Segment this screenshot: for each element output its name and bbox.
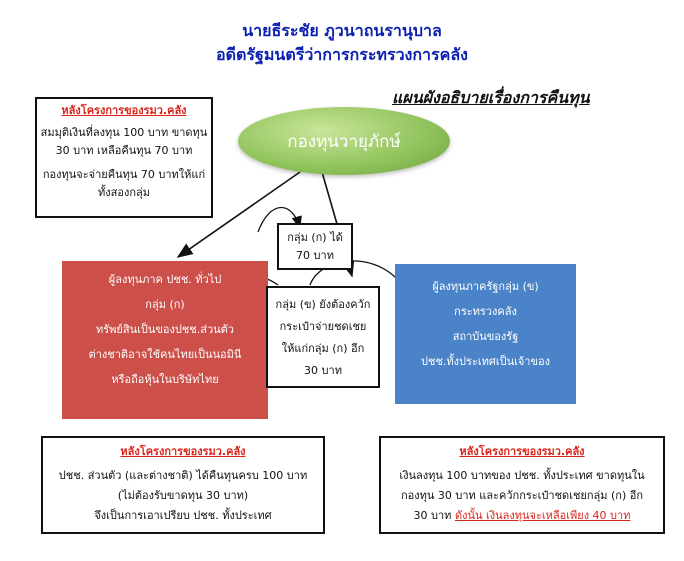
bottom-right-line-1: เงินลงทุน 100 บาทของ ปชช. ทั้งประเทศ ขาด…	[399, 469, 645, 482]
bottom-left-line-2: (ไม่ต้องรับขาดทุน 30 บาท)	[117, 489, 249, 502]
bottom-left-note-box: หลังโครงการของรมว.คลัง ปชช. ส่วนตัว (และ…	[41, 436, 325, 534]
bottom-left-line-3: จึงเป็นการเอาเปรียบ ปชช. ทั้งประเทศ	[94, 509, 272, 522]
bottom-left-heading: หลังโครงการของรมว.คลัง	[120, 445, 246, 458]
top-left-line-3: กองทุนจะจ่ายคืนทุน 70 บาทให้แก่	[42, 168, 206, 181]
compensation-line-1: กลุ่ม (ข) ยังต้องควัก	[275, 298, 371, 311]
header-line-2: อดีตรัฐมนตรีว่าการกระทรวงการคลัง	[216, 45, 468, 64]
bottom-right-heading: หลังโครงการของรมว.คลัง	[459, 445, 585, 458]
top-left-note-box: หลังโครงการของรมว.คลัง สมมุติเงินที่ลงทุ…	[35, 97, 213, 218]
header-line-1: นายธีระชัย ภูวนาถนรานุบาล	[242, 21, 442, 40]
top-left-heading: หลังโครงการของรมว.คลัง	[61, 104, 187, 117]
group-b-line-4: ปชช.ทั้งประเทศเป็นเจ้าของ	[421, 355, 550, 368]
group-a-return-line-1: กลุ่ม (ก) ได้	[287, 231, 343, 244]
group-a-return-box: กลุ่ม (ก) ได้ 70 บาท	[277, 223, 353, 270]
top-left-line-4: ทั้งสองกลุ่ม	[98, 186, 150, 199]
group-a-line-2: กลุ่ม (ก)	[145, 298, 185, 311]
bottom-right-highlight: ดังนั้น เงินลงทุนจะเหลือเพียง 40 บาท	[454, 509, 631, 522]
group-a-line-1: ผู้ลงทุนภาค ปชช. ทั่วไป	[108, 273, 222, 286]
group-b-line-3: สถาบันของรัฐ	[452, 330, 519, 343]
arrow-fund-to-group-a	[176, 171, 301, 258]
group-a-line-4: ต่างชาติอาจใช้คนไทยเป็นนอมินี	[88, 348, 242, 361]
compensation-line-2: กระเป๋าจ่ายชดเชย	[279, 320, 367, 333]
fund-ellipse: กองทุนวายุภักษ์	[238, 107, 450, 175]
compensation-box: กลุ่ม (ข) ยังต้องควัก กระเป๋าจ่ายชดเชย ใ…	[266, 286, 380, 388]
bottom-right-line-3-text: 30 บาท	[413, 509, 452, 522]
bottom-left-line-1: ปชช. ส่วนตัว (และต่างชาติ) ได้คืนทุนครบ …	[58, 469, 308, 482]
group-b-line-1: ผู้ลงทุนภาครัฐกลุ่ม (ข)	[432, 280, 539, 293]
group-b-box: ผู้ลงทุนภาครัฐกลุ่ม (ข) กระทรวงคลัง สถาบ…	[395, 264, 576, 404]
bottom-right-line-2: กองทุน 30 บาท และควักกระเป๋าชดเชยกลุ่ม (…	[400, 489, 644, 502]
arrow-curve-group-a	[257, 206, 302, 233]
compensation-line-3: ให้แก่กลุ่ม (ก) อีก	[281, 342, 365, 355]
group-a-line-3: ทรัพย์สินเป็นของปชช.ส่วนตัว	[96, 323, 234, 336]
compensation-line-4: 30 บาท	[304, 364, 342, 377]
top-left-line-2: 30 บาท เหลือคืนทุน 70 บาท	[55, 144, 193, 157]
bottom-right-line-3: 30 บาท ดังนั้น เงินลงทุนจะเหลือเพียง 40 …	[381, 506, 663, 526]
diagram-title: แผนผังอธิบายเรื่องการคืนทุน	[392, 88, 590, 107]
group-a-return-line-2: 70 บาท	[296, 249, 334, 262]
group-a-line-5: หรือถือหุ้นในบริษัทไทย	[111, 373, 219, 386]
fund-label: กองทุนวายุภักษ์	[287, 131, 401, 152]
group-a-box: ผู้ลงทุนภาค ปชช. ทั่วไป กลุ่ม (ก) ทรัพย์…	[62, 261, 268, 419]
top-left-line-1: สมมุติเงินที่ลงทุน 100 บาท ขาดทุน	[40, 126, 208, 139]
bottom-right-note-box: หลังโครงการของรมว.คลัง เงินลงทุน 100 บาท…	[379, 436, 665, 534]
group-b-line-2: กระทรวงคลัง	[454, 305, 517, 318]
